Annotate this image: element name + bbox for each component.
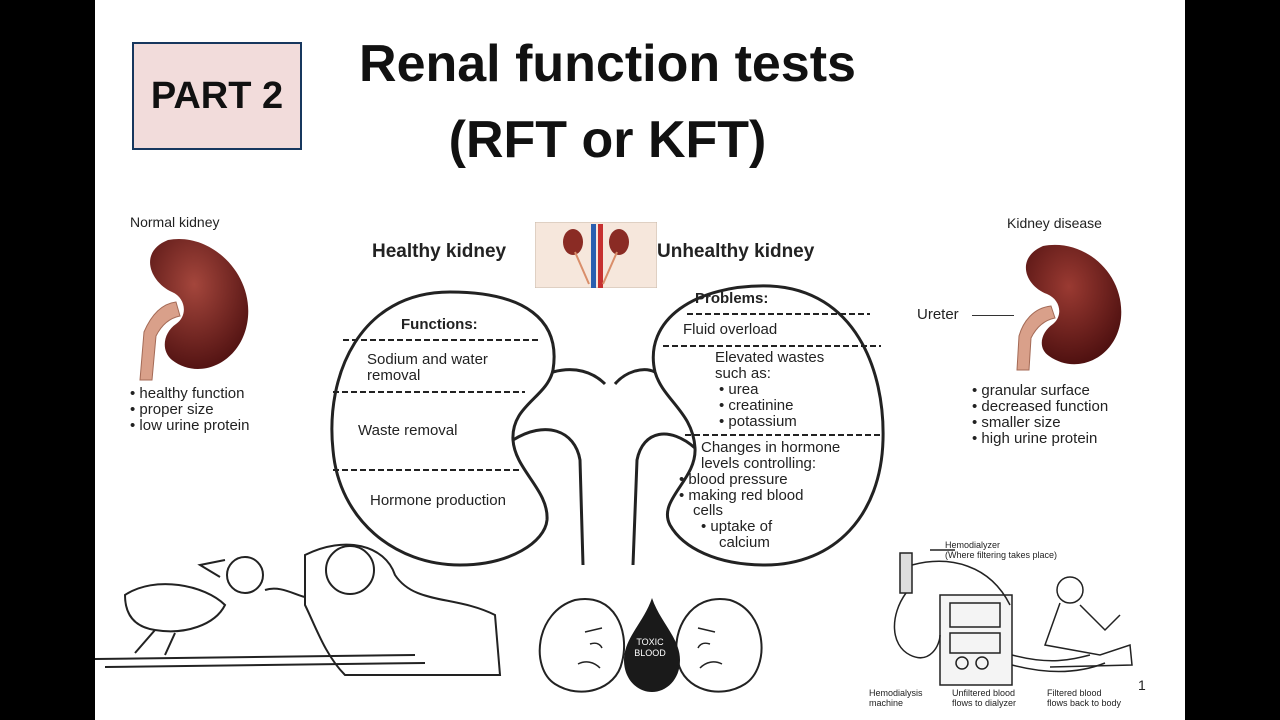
page-number: 1 bbox=[1138, 677, 1146, 693]
hormone-item: cells bbox=[693, 502, 724, 519]
hormone-item: • uptake of bbox=[701, 518, 773, 535]
normal-kidney-bullet: low urine protein bbox=[130, 418, 249, 434]
slide-title: Renal function tests (RFT or KFT) bbox=[295, 26, 920, 178]
hemodialysis-illustration bbox=[893, 549, 1133, 686]
hormone-item: blood pressure bbox=[679, 472, 804, 488]
problem-hormone-line1: Changes in hormone bbox=[701, 439, 841, 456]
part-label-box: PART 2 bbox=[132, 42, 302, 150]
diseased-kidney-icon bbox=[1016, 244, 1122, 371]
filtered-label-line2: flows back to body bbox=[1047, 698, 1122, 708]
toxic-line1: TOXIC bbox=[636, 637, 664, 647]
part-label: PART 2 bbox=[150, 74, 284, 117]
waste-item: creatinine bbox=[719, 398, 797, 414]
disease-kidney-bullet: smaller size bbox=[972, 415, 1108, 431]
toxic-line2: BLOOD bbox=[634, 648, 666, 658]
ureter-label: Ureter bbox=[917, 306, 959, 323]
problems-header: Problems: bbox=[695, 290, 769, 307]
function-item: Sodium and water removal bbox=[367, 351, 488, 384]
disease-kidney-bullet: granular surface bbox=[972, 383, 1108, 399]
ureter-pointer-line bbox=[972, 315, 1014, 316]
normal-kidney-bullet: proper size bbox=[130, 402, 249, 418]
hemodialyzer-label: Hemodialyzer bbox=[945, 540, 1001, 550]
problem-fluid: Fluid overload bbox=[683, 321, 778, 338]
machine-label-line2: machine bbox=[869, 698, 904, 708]
unfiltered-label-line1: Unfiltered blood bbox=[952, 688, 1016, 698]
disease-kidney-bullet: high urine protein bbox=[972, 431, 1108, 447]
function-item: Hormone production bbox=[370, 492, 506, 509]
problem-wastes-line2: such as: bbox=[715, 365, 771, 382]
function-item: Waste removal bbox=[358, 422, 458, 439]
title-line-2: (RFT or KFT) bbox=[448, 111, 767, 169]
problem-wastes-line1: Elevated wastes bbox=[715, 349, 825, 366]
functions-header: Functions: bbox=[401, 316, 478, 333]
kidneys-toxic-blood-illustration bbox=[538, 597, 763, 693]
waste-item: potassium bbox=[719, 414, 796, 430]
normal-kidney-caption: Normal kidney bbox=[130, 214, 220, 230]
normal-kidney-bullet: healthy function bbox=[130, 386, 249, 402]
filtered-label-line1: Filtered blood bbox=[1047, 688, 1102, 698]
normal-kidney-icon bbox=[139, 238, 249, 381]
unfiltered-label-line2: flows to dialyzer bbox=[952, 698, 1017, 708]
hormone-item: calcium bbox=[719, 534, 770, 551]
toxic-blood-label: TOXIC BLOOD bbox=[630, 637, 670, 659]
slide: PART 2 Renal function tests (RFT or KFT)… bbox=[95, 0, 1185, 720]
problem-hormone-line2: levels controlling: bbox=[701, 455, 817, 472]
healthy-kidney-title: Healthy kidney bbox=[372, 241, 507, 262]
unhealthy-kidney-title: Unhealthy kidney bbox=[657, 241, 815, 262]
urinary-system-icon bbox=[535, 222, 657, 288]
disease-kidney-caption: Kidney disease bbox=[1007, 215, 1102, 231]
cartoon-fight-illustration bbox=[95, 543, 502, 676]
title-line-1: Renal function tests bbox=[359, 35, 856, 93]
machine-label-line1: Hemodialysis bbox=[869, 688, 923, 698]
hormone-item: making red blood bbox=[679, 488, 803, 504]
hormone-item-text: uptake of bbox=[710, 518, 773, 535]
disease-kidney-bullet: decreased function bbox=[972, 399, 1108, 415]
waste-item: urea bbox=[719, 382, 797, 398]
hemodialyzer-sublabel: (Where filtering takes place) bbox=[945, 550, 1058, 560]
